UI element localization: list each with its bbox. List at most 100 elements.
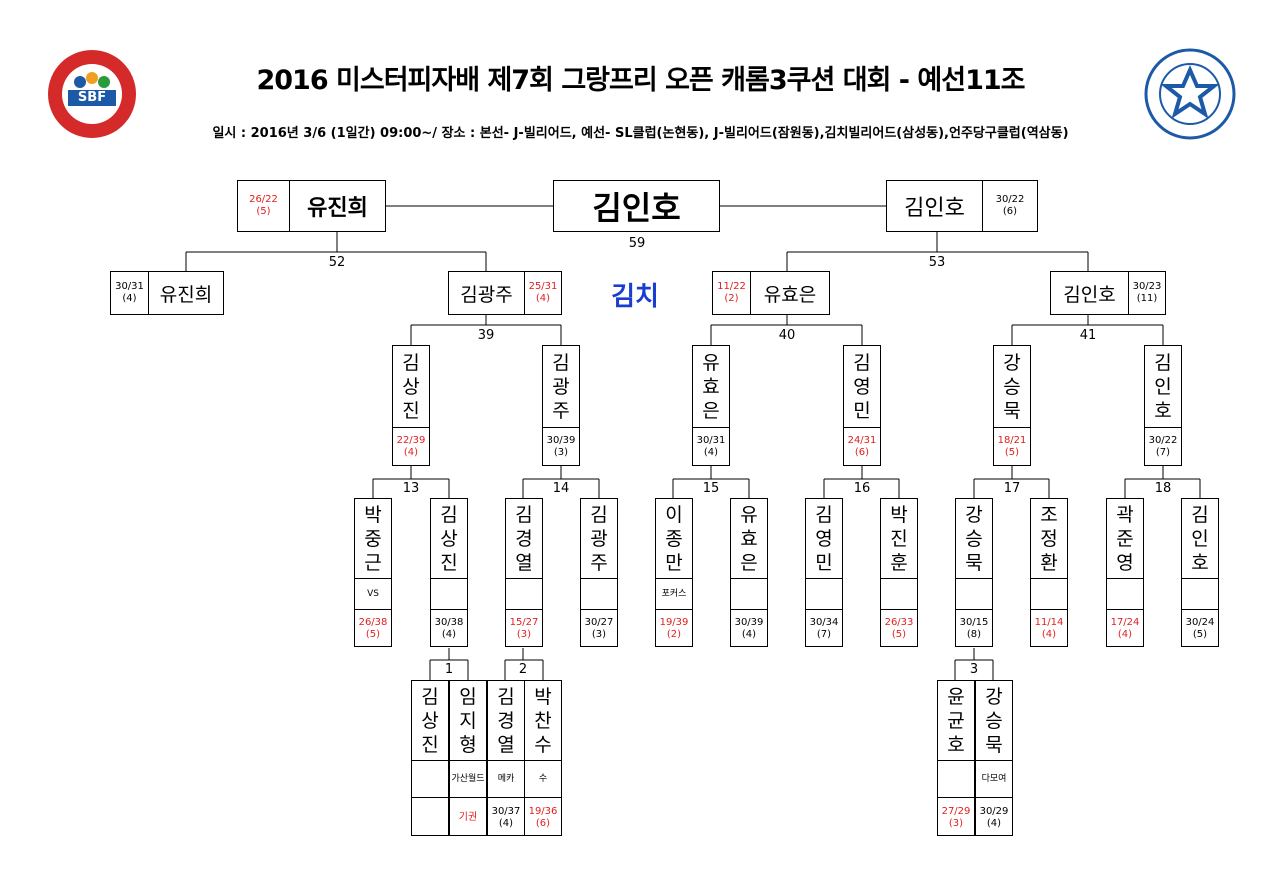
name-char: 임: [459, 685, 477, 708]
match-number: 2: [518, 662, 528, 677]
name-char: 진: [402, 399, 420, 422]
name-char: 김: [421, 685, 439, 708]
name-char: 강: [1003, 351, 1021, 374]
name-char: 묵: [985, 733, 1003, 756]
match-number: 52: [328, 255, 346, 270]
name-char: 유: [702, 351, 720, 374]
score-cell: 22/39(4): [393, 429, 429, 465]
score-cell: 11/14(4): [1031, 611, 1067, 647]
event-info: 일시 : 2016년 3/6 (1일간) 09:00~/ 장소 : 본선- J-…: [212, 126, 1069, 141]
score-cell: 24/31(6): [844, 429, 880, 465]
score-cell: 기권: [450, 799, 486, 836]
page-title: 2016 미스터피자배 제7회 그랑프리 오픈 캐롬3쿠션 대회 - 예선11조: [256, 65, 1025, 96]
name-char: 김: [815, 503, 833, 526]
match-number: 18: [1154, 481, 1172, 496]
score-value: 30/39: [734, 617, 764, 628]
score-value: 27/29: [941, 805, 971, 817]
r3-box-c: 11/22(2) 유효은: [712, 271, 830, 315]
champion-box: 김인호: [553, 180, 720, 232]
name-char: 형: [459, 733, 477, 756]
player-name: 김인호: [1051, 272, 1129, 314]
name-char: 호: [1154, 399, 1172, 422]
club-name: [412, 762, 448, 798]
score-cell: 30/38(4): [431, 611, 467, 647]
match-number: 1: [444, 662, 454, 677]
sbf-logo-icon: [48, 50, 136, 138]
score-cell: 26/33(5): [881, 611, 917, 647]
name-char: 김: [552, 351, 570, 374]
name-char: 윤: [947, 685, 965, 708]
innings-value: (6): [535, 817, 551, 829]
score-value: 30/15: [959, 617, 989, 628]
name-char: 효: [740, 527, 758, 550]
score-cell: 19/36(6): [525, 799, 561, 836]
name-char: 김: [515, 503, 533, 526]
club-name: VS: [355, 580, 391, 610]
name-char: 효: [702, 375, 720, 398]
name-char: 상: [421, 709, 439, 732]
match-number: 14: [552, 481, 570, 496]
score-cell: 30/31(4): [111, 272, 149, 314]
score-cell: 17/24(4): [1107, 611, 1143, 647]
score-value: 24/31: [847, 435, 877, 446]
score-cell: 25/31(4): [528, 281, 558, 304]
name-char: 김: [440, 503, 458, 526]
name-char: 지: [459, 709, 477, 732]
score-cell: 30/37(4): [488, 799, 524, 836]
match-number: 3: [969, 662, 979, 677]
name-char: 상: [402, 375, 420, 398]
innings-value: (7): [816, 629, 832, 640]
score-cell: [412, 799, 448, 836]
name-char: 김: [590, 503, 608, 526]
name-char: 유: [740, 503, 758, 526]
score-value: 22/39: [396, 435, 426, 446]
name-char: 영: [853, 375, 871, 398]
score-value: 30/34: [809, 617, 839, 628]
venue-label: 김치: [611, 282, 659, 312]
innings-value: (4): [1117, 629, 1133, 640]
name-char: 인: [1191, 527, 1209, 550]
council-logo-icon: [1144, 48, 1236, 140]
score-cell: 15/27(3): [506, 611, 542, 647]
name-char: 열: [515, 551, 533, 574]
club-name: [806, 580, 842, 610]
innings-value: (5): [891, 629, 907, 640]
name-char: 균: [947, 709, 965, 732]
score-cell: 19/39(2): [656, 611, 692, 647]
score-value: 30/31: [696, 435, 726, 446]
name-char: 인: [1154, 375, 1172, 398]
innings-value: (4): [703, 447, 719, 458]
name-char: 영: [815, 527, 833, 550]
name-char: 영: [1116, 551, 1134, 574]
score-value: 26/38: [358, 617, 388, 628]
score-cell: 30/22(7): [1145, 429, 1181, 465]
innings-value: (3): [948, 817, 964, 829]
score-value: 30/38: [434, 617, 464, 628]
name-char: 종: [665, 527, 683, 550]
innings-value: (4): [403, 447, 419, 458]
name-char: 열: [497, 733, 515, 756]
innings-value: (6): [854, 447, 870, 458]
